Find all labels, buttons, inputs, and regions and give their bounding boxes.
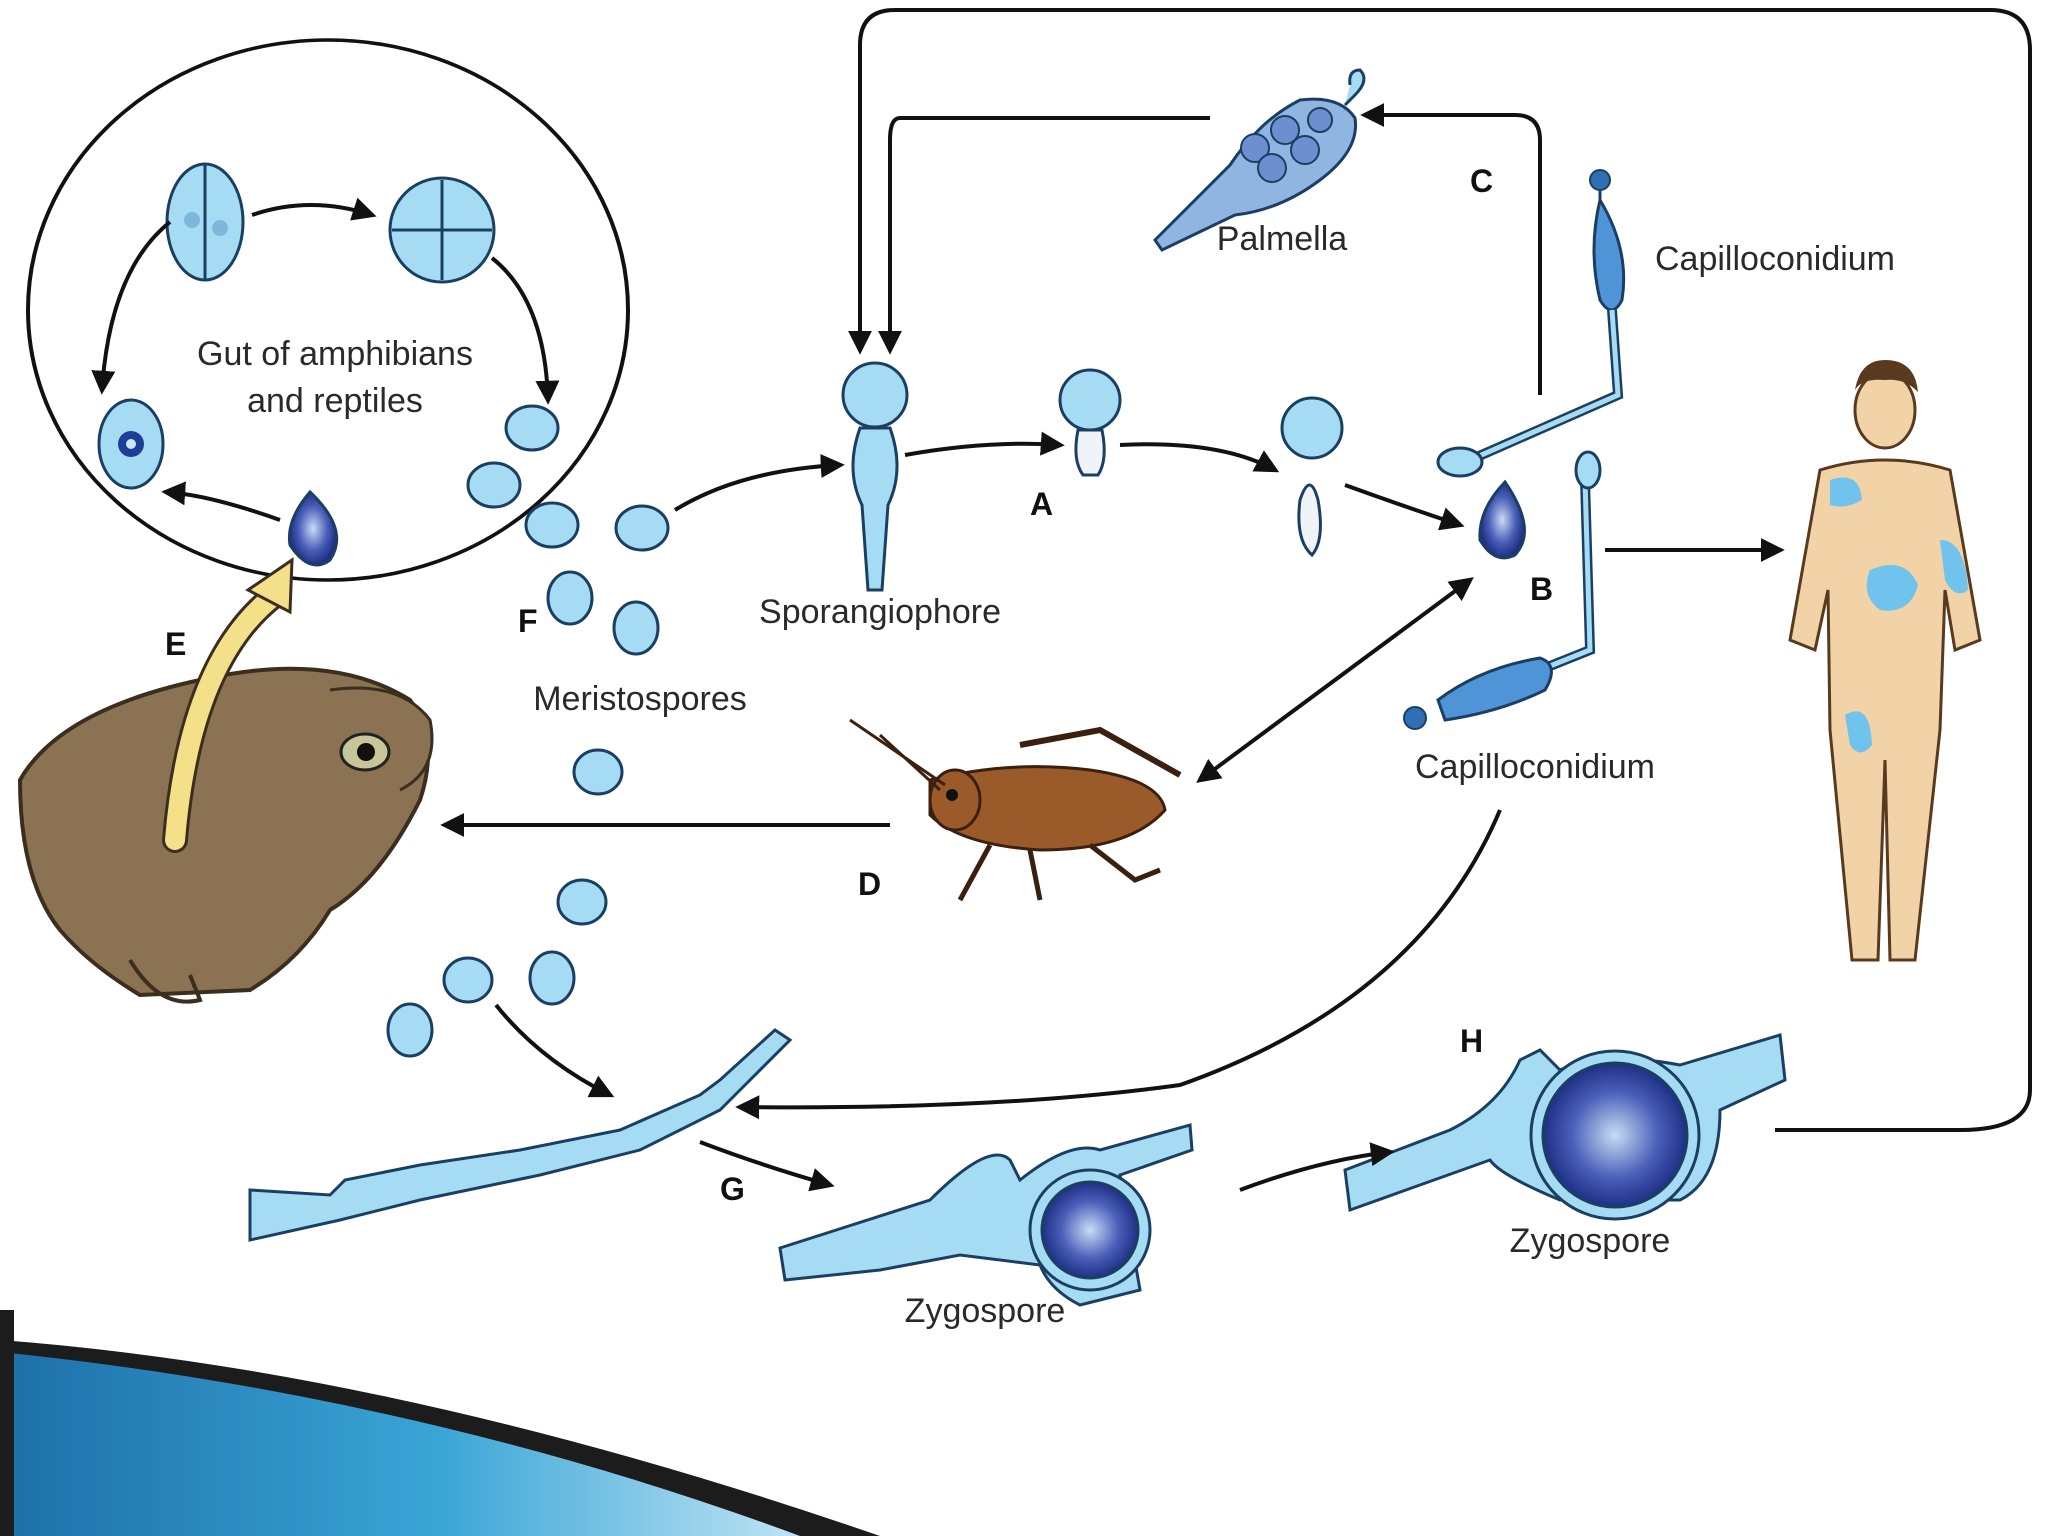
zygospore-left: [778, 1123, 1194, 1307]
letter-f: F: [518, 603, 538, 639]
letter-a: A: [1030, 486, 1053, 522]
meristospores-cluster: [386, 404, 670, 1058]
zygospore-right-label: Zygospore: [1510, 1222, 1671, 1260]
yellow-arrow-head: [245, 557, 294, 615]
sporangiophore-label: Sporangiophore: [759, 593, 1001, 631]
sporangiophore: [841, 361, 909, 592]
zygospore-right: [1343, 1033, 1787, 1221]
capilloconidium-top-label: Capilloconidium: [1655, 240, 1895, 278]
resting-spore-b: [1478, 450, 1602, 675]
gut-label-line2: and reptiles: [247, 382, 423, 420]
capilloconidium-bottom: [1403, 656, 1553, 730]
letter-h: H: [1460, 1023, 1483, 1059]
gut-cycle: [91, 162, 560, 567]
gut-ellipse: [26, 38, 630, 582]
human-illustration: [1788, 360, 1982, 962]
cycle-arrows: [440, 8, 2032, 1192]
capilloconidium-top: [1436, 169, 1626, 478]
sporangium-stage-a: [1058, 368, 1122, 477]
cricket-illustration: [849, 718, 1182, 902]
footer-banner: [0, 1310, 880, 1536]
yellow-arrow: [165, 585, 285, 850]
toad-illustration: [17, 666, 434, 1004]
letter-e: E: [165, 626, 186, 662]
meristospores-label: Meristospores: [533, 680, 747, 718]
sporangium-stage-released: [1280, 396, 1344, 558]
capilloconidium-bottom-label: Capilloconidium: [1415, 748, 1655, 786]
letter-d: D: [858, 866, 881, 902]
gut-label-line1: Gut of amphibians: [197, 335, 473, 373]
hypha-left: [248, 1028, 793, 1242]
letter-b: B: [1530, 571, 1553, 607]
zygospore-left-label: Zygospore: [905, 1292, 1066, 1330]
letter-c: C: [1470, 163, 1493, 199]
palmella-label: Palmella: [1217, 220, 1347, 258]
palmella: [1153, 68, 1366, 252]
letter-g: G: [720, 1171, 745, 1207]
